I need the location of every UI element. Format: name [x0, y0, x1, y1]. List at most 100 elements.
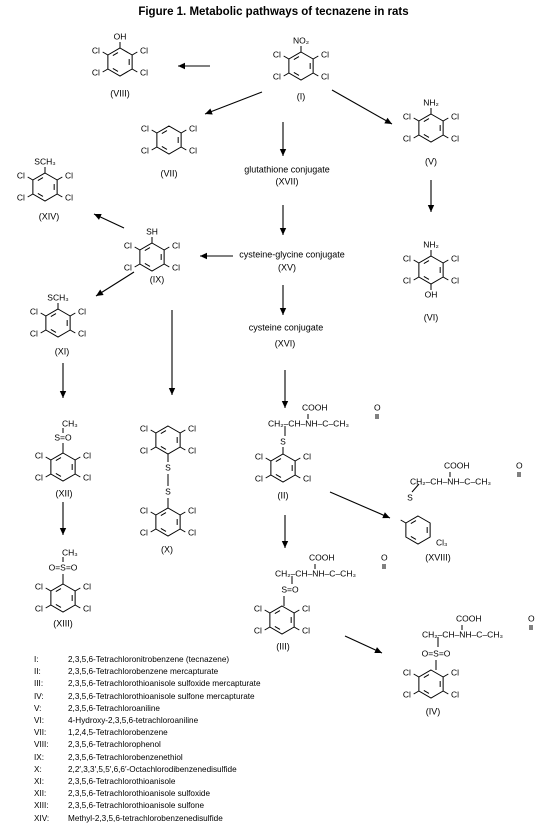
glutathione-conjugate-label: glutathione conjugate — [244, 164, 330, 174]
compound-label-xiv: (XIV) — [39, 211, 60, 221]
substituent-i: Cl — [273, 49, 281, 59]
substituent-i: Cl — [321, 71, 329, 81]
bond-xviii — [411, 483, 420, 493]
substituent-bond-xi — [40, 329, 47, 334]
benzene-ring-iv — [418, 669, 444, 699]
double-bond-ix — [144, 263, 151, 267]
legend-row: III:2,3,5,6-Tetrachlorothioanisole sulfo… — [34, 678, 364, 690]
substituent-ii: Cl — [255, 473, 263, 483]
arrow-xii-to-xiii-head — [59, 528, 67, 535]
arrow-i-to-viii-head — [178, 62, 185, 70]
legend-key: XIV: — [34, 813, 50, 823]
substituent-x-bottom: Cl — [140, 527, 148, 537]
substituent-x-bottom: Cl — [140, 505, 148, 515]
legend-key: III: — [34, 679, 44, 689]
substituent-iii: Cl — [302, 603, 310, 613]
substituent-bond-ix — [134, 246, 141, 251]
substituent-bond-xii — [45, 456, 52, 461]
double-bond-x-top — [160, 430, 167, 434]
substituent-x-top: Cl — [140, 445, 148, 455]
arrow-i-to-vii — [204, 91, 263, 115]
substituent-bond-viii — [131, 51, 138, 56]
substituent-xiv: Cl — [65, 192, 73, 202]
substituent-vi: NH₂ — [423, 239, 439, 249]
double-bond-x-bottom — [160, 528, 167, 532]
substituent-bond-x-bottom — [150, 528, 157, 533]
double-bond-xiii — [55, 604, 62, 608]
legend-compound-name: 2,3,5,6-Tetrachlorobenzenethiol — [68, 752, 183, 762]
substituent-vi: Cl — [451, 253, 459, 263]
sulfoxide-iii: S=O — [281, 584, 299, 594]
substituent-vii: Cl — [141, 145, 149, 155]
double-bond-iii — [274, 626, 281, 630]
substituent-xiv: SCH₃ — [34, 156, 55, 166]
sulfur-xviii: S — [407, 492, 413, 502]
double-bond-xviii — [410, 536, 417, 540]
substituent-ii: Cl — [255, 451, 263, 461]
substituent-i: NO₂ — [293, 35, 309, 45]
carbonyl-o-xviii: O — [516, 460, 523, 470]
arrow-ii-to-xviii — [329, 491, 391, 519]
substituent-vii: Cl — [189, 145, 197, 155]
compound-label-xviii: (XVIII) — [425, 552, 451, 562]
legend-key: IV: — [34, 691, 44, 701]
legend-compound-name: 2,2′,3,3′,5,5′,6,6′-Octachlorodibenzened… — [68, 764, 237, 774]
arrow-i-to-xvii-head — [279, 149, 287, 156]
substituent-bond-v — [442, 134, 449, 139]
compound-label-xvii: (XVII) — [275, 176, 298, 186]
substituent-bond-iii — [264, 626, 271, 631]
substituent-bond-xiii — [74, 604, 81, 609]
side-chain-iv: CH₂–CH–NH–C–CH₃ — [422, 629, 503, 639]
substituent-bond-x-top — [179, 446, 186, 451]
double-bond-x-top — [160, 446, 167, 450]
legend-compound-name: 2,3,5,6-Tetrachlorothioanisole — [68, 777, 176, 787]
substituent-bond-viii — [102, 68, 109, 73]
double-bond-ii — [275, 458, 282, 462]
arrow-iii-to-iv-head — [374, 647, 382, 653]
substituent-iv: Cl — [403, 689, 411, 699]
substituent-bond-vii — [180, 146, 187, 151]
double-bond-vii — [161, 146, 168, 150]
sulfur-x2: S — [165, 486, 171, 496]
substituent-bond-v — [413, 117, 420, 122]
substituent-bond-iii — [293, 609, 300, 614]
benzene-ring-xi — [45, 308, 71, 338]
substituent-x-top: Cl — [188, 445, 196, 455]
legend-row: IX:2,3,5,6-Tetrachlorobenzenethiol — [34, 752, 364, 764]
substituent-ix: Cl — [124, 240, 132, 250]
carbonyl-o-iv: O — [528, 613, 535, 623]
substituent-xi: Cl — [30, 328, 38, 338]
arrow-ix-to-xiv-head — [94, 214, 102, 220]
substituent-bond-x-top — [179, 429, 186, 434]
benzene-ring-v — [418, 113, 444, 143]
double-bond-i — [293, 72, 300, 76]
benzene-ring-x-bottom — [155, 507, 181, 537]
substituent-bond-xviii — [400, 519, 407, 524]
benzene-ring-iii — [269, 605, 295, 635]
legend-key: II: — [34, 667, 41, 677]
legend-compound-name: 2,3,5,6-Tetrachlorophenol — [68, 740, 161, 750]
substituent-v: Cl — [403, 133, 411, 143]
substituent-bond-xii — [74, 473, 81, 478]
compound-label-ii: (II) — [278, 490, 289, 500]
substituent-viii: Cl — [92, 67, 100, 77]
substituent-bond-ii — [265, 457, 272, 462]
substituent-bond-x-bottom — [150, 511, 157, 516]
substituent-vii: Cl — [141, 123, 149, 133]
substituent-xiii: Cl — [35, 581, 43, 591]
compound-label-xi: (XI) — [55, 346, 70, 356]
substituent-bond-x-top — [150, 446, 157, 451]
substituent-bond-x-bottom — [179, 528, 186, 533]
benzene-ring-xiii — [50, 583, 76, 613]
substituent-xi: Cl — [78, 306, 86, 316]
double-bond-iv — [423, 674, 430, 678]
benzene-ring-xii — [50, 452, 76, 482]
substituent-bond-xi — [69, 312, 76, 317]
double-bond-ix — [144, 247, 151, 251]
substituent-iv: Cl — [451, 689, 459, 699]
legend-row: XII:2,3,5,6-Tetrachlorothioanisole sulfo… — [34, 788, 364, 800]
substituent-bond-xiv — [27, 176, 34, 181]
substituent-xi: SCH₃ — [47, 292, 68, 302]
compound-label-iii: (III) — [276, 641, 290, 651]
substituent-iii: Cl — [302, 625, 310, 635]
